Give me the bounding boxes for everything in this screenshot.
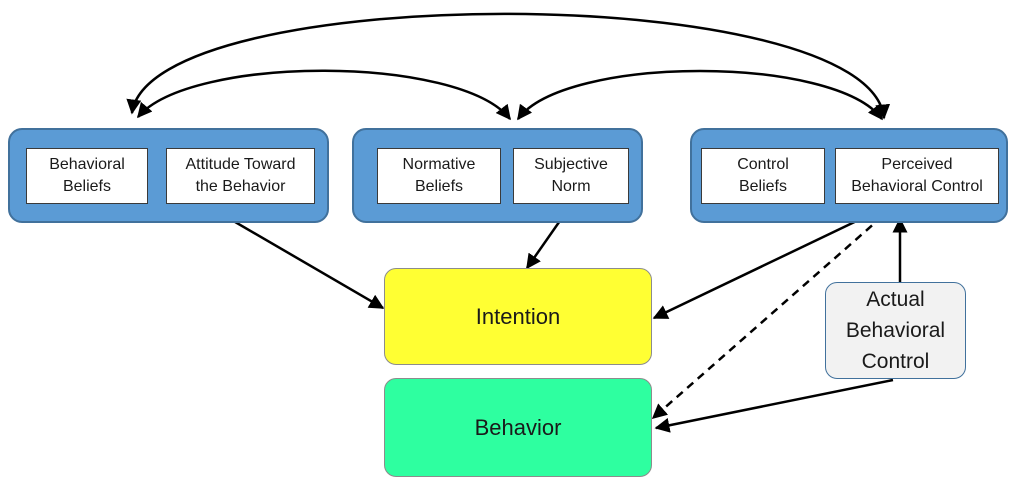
control-beliefs-box: Control Beliefs (701, 148, 825, 204)
normative-beliefs-box: Normative Beliefs (377, 148, 501, 204)
intention-box: Intention (384, 268, 652, 365)
actual-behavioral-control-box: Actual Behavioral Control (825, 282, 966, 379)
arrow-control-to-behavior-dashed (651, 206, 894, 419)
arrow-actual-to-behavior (654, 378, 894, 433)
attitude-toward-behavior-box: Attitude Toward the Behavior (166, 148, 315, 204)
arrow-control-to-intention (652, 203, 891, 320)
behavioral-beliefs-box: Behavioral Beliefs (26, 148, 148, 204)
arc-norm-to-control (516, 69, 884, 121)
arc-attitude-to-control (126, 12, 891, 120)
perceived-behavioral-control-box: Perceived Behavioral Control (835, 148, 999, 204)
subjective-norm-box: Subjective Norm (513, 148, 629, 204)
behavior-box: Behavior (384, 378, 652, 477)
arc-attitude-to-norm (137, 69, 511, 121)
